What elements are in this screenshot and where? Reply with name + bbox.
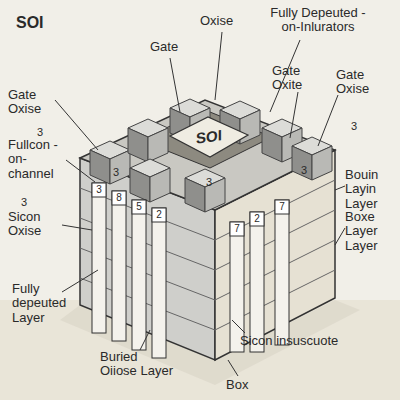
part-label: Buried Oiiose Layer <box>100 350 176 379</box>
part-label: Fullcon -on- channel <box>8 138 68 181</box>
pillar-tags <box>92 183 289 236</box>
callout-number: 2 <box>251 213 263 224</box>
part-label: Sicon Oxise <box>8 210 64 239</box>
callout-number: 3 <box>34 126 46 138</box>
part-label: Sicon insuscuote <box>240 334 350 348</box>
diagram-title: SOI <box>16 14 44 32</box>
callout-number: 7 <box>276 201 288 212</box>
leader-lines <box>55 32 345 376</box>
part-label: Fully Depeuted -on-Inlurators <box>262 6 374 35</box>
callout-number: 5 <box>133 201 145 212</box>
gate-cubes <box>90 99 332 212</box>
callout-number: 7 <box>231 223 243 234</box>
callout-number: 2 <box>153 209 165 220</box>
callout-number: 3 <box>348 120 360 132</box>
soi-chip: SOI <box>166 114 252 160</box>
callout-number: 3 <box>93 184 105 195</box>
part-label: Boxe Layer Layer <box>345 210 397 253</box>
part-label: Gate Oxite <box>272 64 320 93</box>
part-label: Gate <box>150 40 200 54</box>
part-label: Bouin Layin Layer <box>345 168 397 211</box>
pillars <box>92 183 289 358</box>
callout-number: 3 <box>298 164 310 176</box>
part-label: Fully depeuted Layer <box>12 282 72 325</box>
part-label: Oxise <box>200 14 250 28</box>
callout-number: 8 <box>113 192 125 203</box>
part-label: Gate Oxise <box>336 68 388 97</box>
callout-number: 3 <box>110 166 122 178</box>
callout-number: 3 <box>18 196 30 208</box>
part-label: Box <box>226 378 266 392</box>
callout-number: 3 <box>203 176 215 188</box>
part-label: Gate Oxise <box>8 88 60 117</box>
